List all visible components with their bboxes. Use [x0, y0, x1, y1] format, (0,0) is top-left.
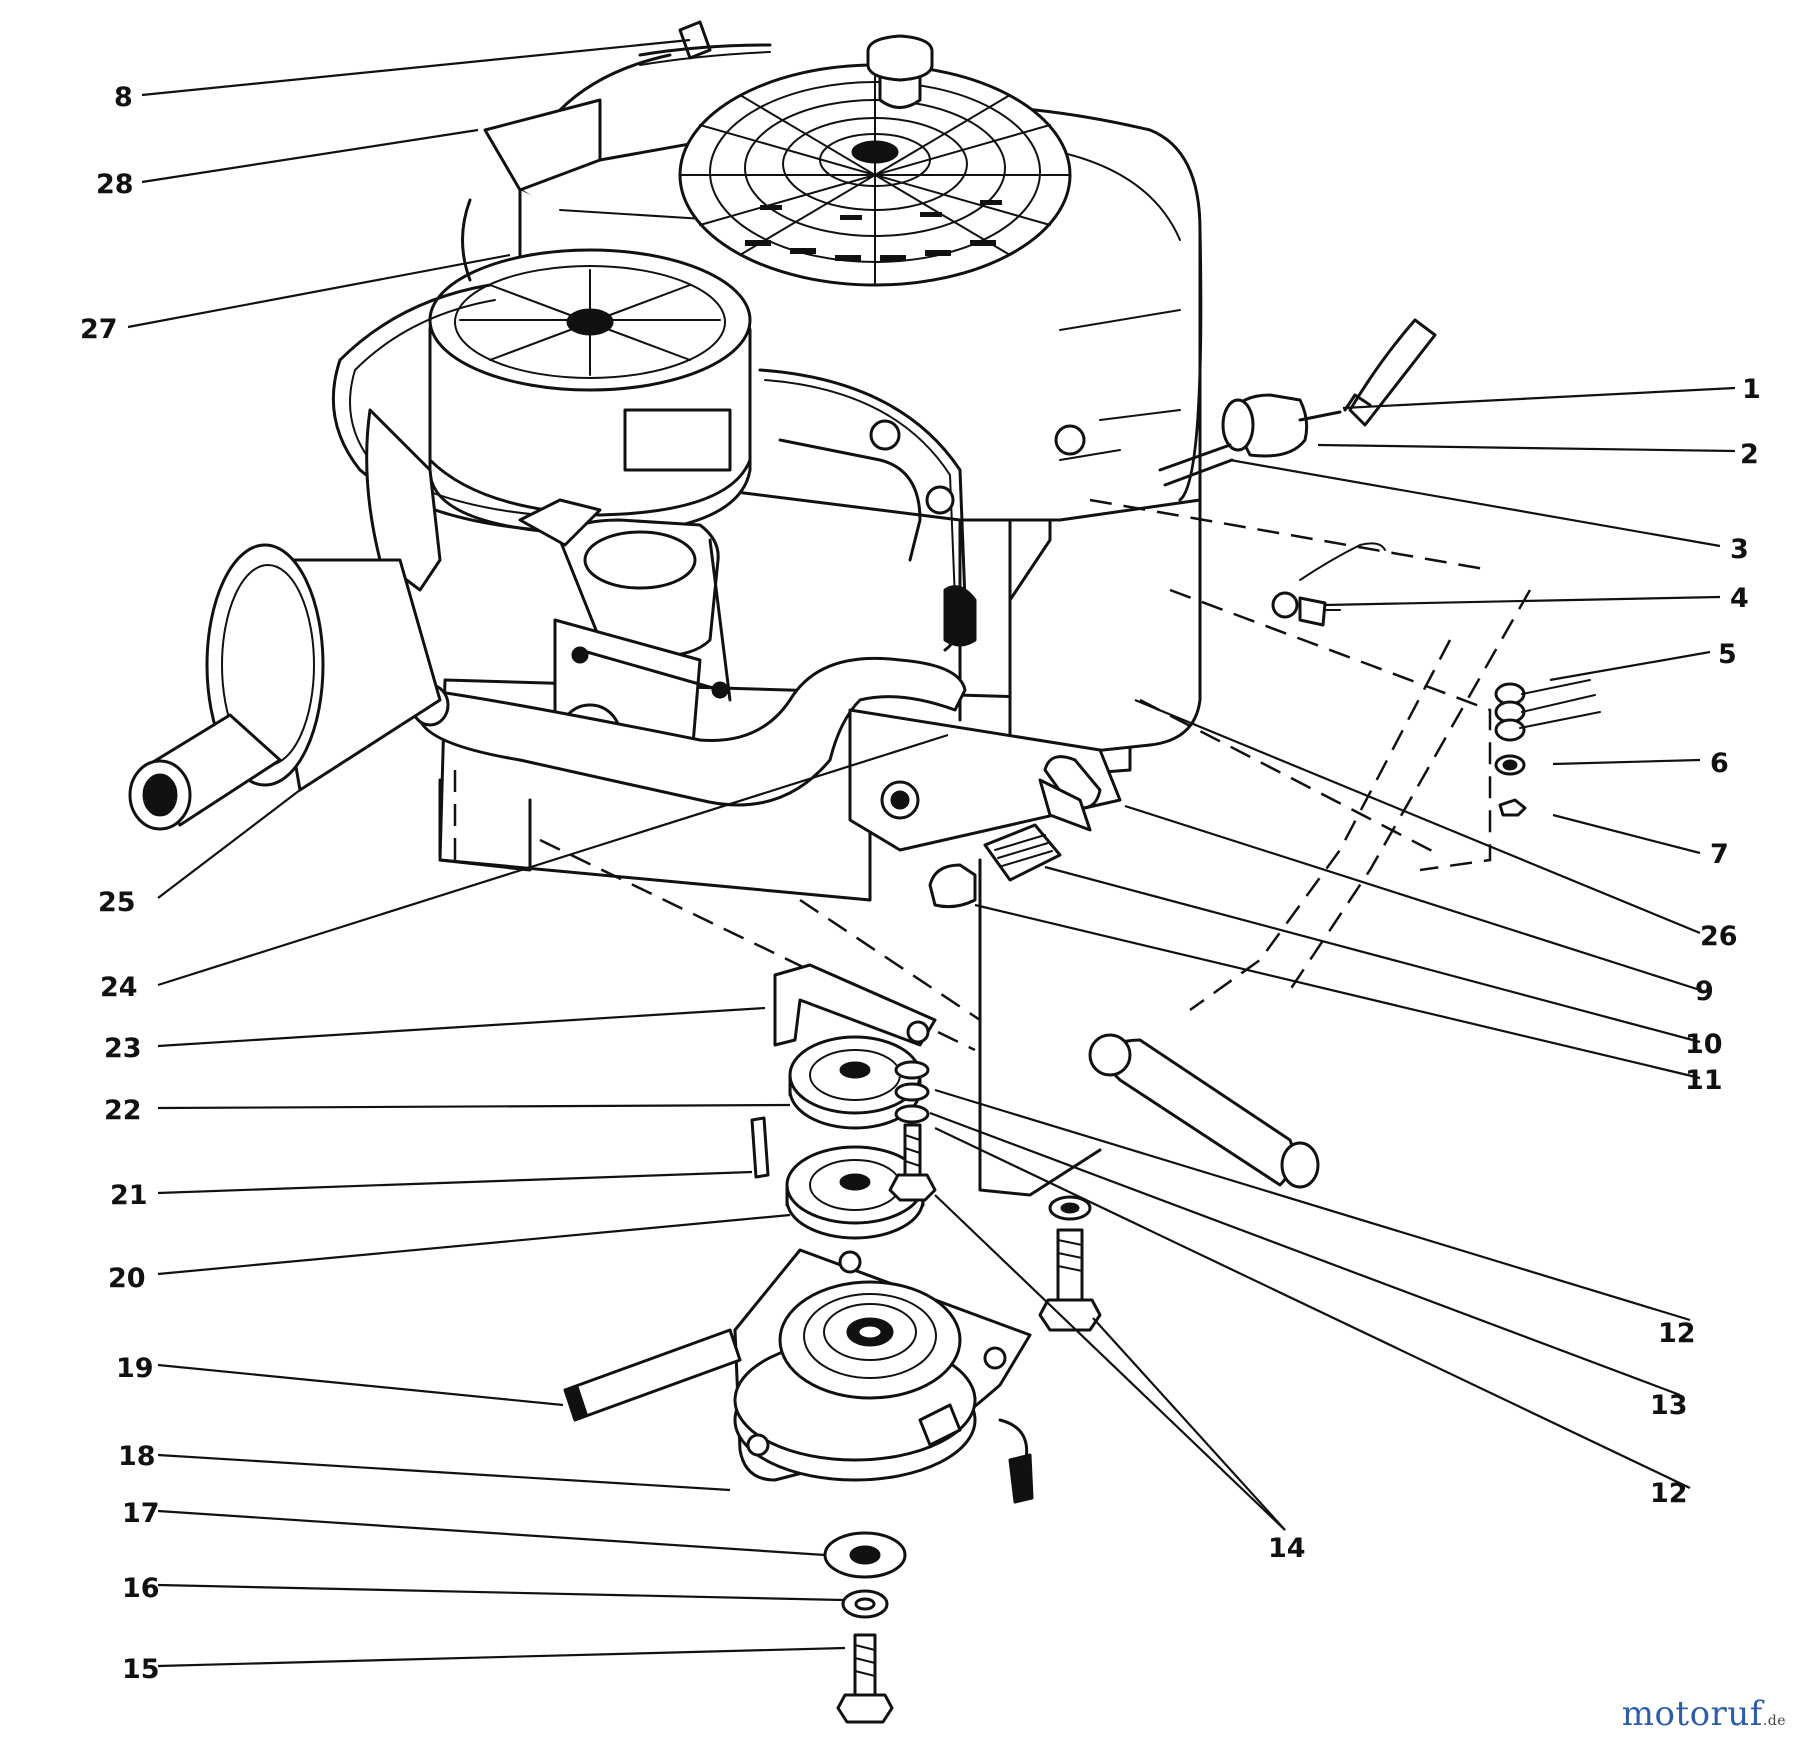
callout-25: 25	[98, 887, 136, 918]
callout-28: 28	[96, 169, 134, 200]
clutch-bolt	[836, 1633, 894, 1724]
callout-15: 15	[122, 1654, 160, 1685]
callout-12a: 12	[1658, 1318, 1696, 1349]
callout-2: 2	[1740, 439, 1759, 470]
callout-7: 7	[1710, 839, 1729, 870]
callout-27: 27	[80, 314, 118, 345]
callout-10: 10	[1685, 1029, 1723, 1060]
driveshaft-coupler	[1088, 1033, 1320, 1189]
lock-washer	[841, 1589, 889, 1619]
throttle-cable-shield	[461, 98, 602, 282]
callout-11: 11	[1685, 1065, 1723, 1096]
callout-6: 6	[1710, 748, 1729, 779]
callout-17: 17	[122, 1498, 160, 1529]
callout-8: 8	[114, 82, 133, 113]
callout-13: 13	[1650, 1390, 1688, 1421]
ground-wire	[1271, 542, 1386, 627]
callout-5: 5	[1718, 639, 1737, 670]
callout-labels: 1 2 3 4 5 6 7 8 9 10 11 12 13 12 14 15 1…	[80, 82, 1761, 1685]
callout-21: 21	[110, 1180, 148, 1211]
terminal-stack	[1494, 679, 1601, 817]
callout-22: 22	[104, 1095, 142, 1126]
callout-24: 24	[100, 972, 138, 1003]
drive-belt	[563, 1328, 742, 1422]
callout-3: 3	[1730, 534, 1749, 565]
watermark-logo: motoruf.de	[1622, 1694, 1786, 1734]
fuel-shutoff-fitting	[928, 755, 1102, 909]
mounting-bolt	[1038, 1195, 1102, 1332]
driveshaft-outline	[539, 498, 1532, 1052]
air-cleaner	[428, 248, 752, 537]
clutch-washer	[823, 1531, 907, 1579]
shaft-key	[750, 1116, 770, 1179]
electric-clutch	[733, 1248, 1034, 1504]
muffler	[128, 543, 442, 831]
pulley-bracket	[773, 963, 937, 1047]
oil-fill-cap	[866, 34, 934, 109]
callout-4: 4	[1730, 583, 1749, 614]
flywheel-screen	[678, 63, 1072, 287]
callout-16: 16	[122, 1573, 160, 1604]
callout-1: 1	[1742, 374, 1761, 405]
watermark-brand: motoruf	[1621, 1694, 1763, 1734]
drive-pulley-upper	[788, 1035, 922, 1130]
spacer-stack	[888, 1060, 937, 1202]
callout-9: 9	[1695, 976, 1714, 1007]
screen-slots	[745, 200, 1002, 261]
engine-wire-harness	[758, 368, 1086, 652]
callout-18: 18	[118, 1441, 156, 1472]
leader-lines	[127, 38, 1736, 1668]
callout-20: 20	[108, 1263, 146, 1294]
callout-23: 23	[104, 1033, 142, 1064]
drive-pulley-lower	[785, 1145, 925, 1240]
watermark-tld: .de	[1762, 1713, 1786, 1729]
throttle-cable-clip	[558, 20, 772, 112]
callout-26: 26	[1700, 921, 1738, 952]
breather-hose	[331, 283, 542, 592]
fuel-filter	[1158, 318, 1437, 487]
callout-12b: 12	[1650, 1478, 1688, 1509]
callout-14: 14	[1268, 1533, 1306, 1564]
callout-19: 19	[116, 1353, 154, 1384]
